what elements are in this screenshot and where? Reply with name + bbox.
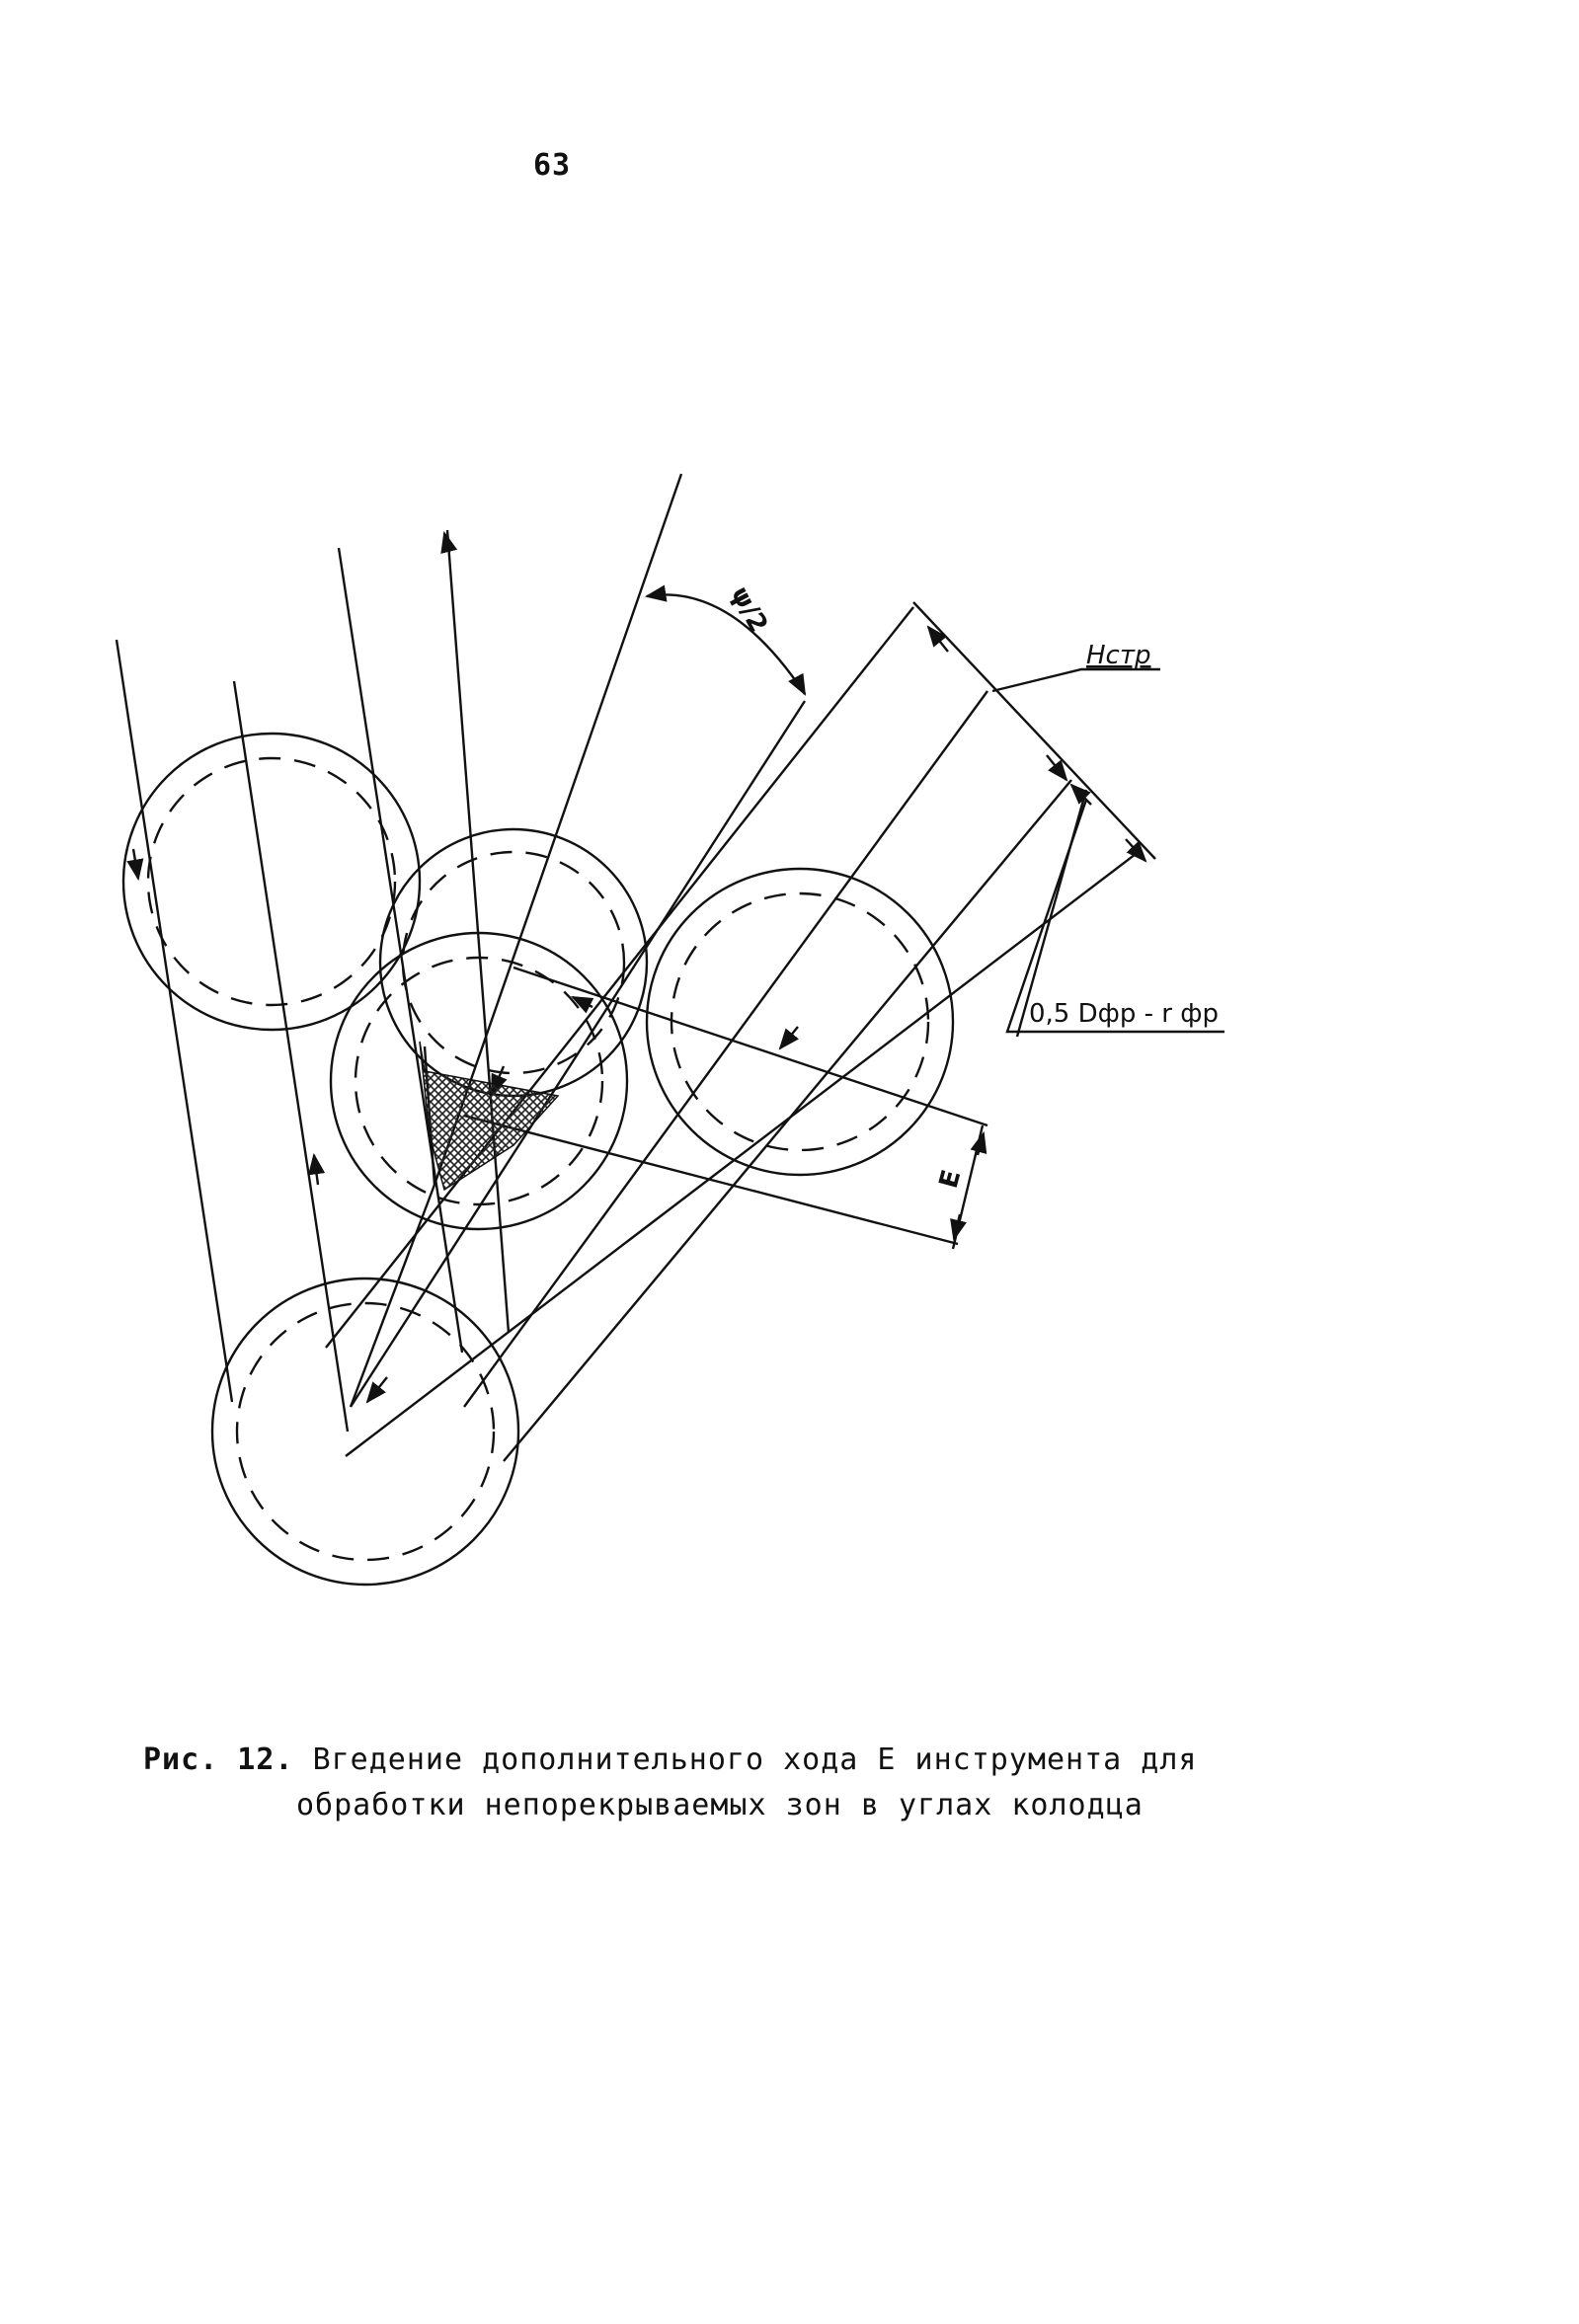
path-arrow-up-1	[440, 530, 458, 554]
cutter-circle-bottom-inner	[235, 1301, 496, 1562]
cutter-circle-top-left-inner	[146, 756, 397, 1007]
figure-caption: Рис. 12. Вгедение дополнительного хода Е…	[143, 1738, 1427, 1828]
apex-line-left	[349, 1184, 436, 1408]
cutter-circle-right	[645, 867, 955, 1177]
path-arrow-down-4	[365, 1376, 388, 1404]
uncovered-zone-hatch	[419, 1041, 560, 1192]
cutter-circle-right-inner	[670, 891, 930, 1152]
apex-line-right	[433, 473, 683, 1186]
cutter-circle-top-left	[121, 732, 422, 1032]
strip-edge-upper	[912, 601, 1156, 860]
caption-text-1: Вгедение дополнительного хода Е инструме…	[312, 1743, 1198, 1777]
angle-arc	[646, 593, 806, 695]
dim-arrow-4	[1125, 838, 1147, 863]
label-extra-stroke: E	[934, 1167, 968, 1192]
dim-arrow-1	[926, 625, 949, 653]
e-line-lower	[463, 1114, 959, 1246]
guide-line-3	[337, 547, 464, 1354]
page-number: 63	[533, 148, 572, 183]
leader-h-str	[991, 667, 1160, 693]
stroke-line-c	[463, 690, 988, 1408]
dim-arrow-2	[1046, 754, 1068, 782]
guide-line-2	[232, 680, 350, 1433]
path-arrow-down-3	[778, 1026, 799, 1050]
path-arrow-up-2	[308, 1152, 326, 1186]
guide-line-4	[445, 529, 511, 1334]
caption-line-2: обработки непорекрываемых зон в углах ко…	[296, 1788, 1144, 1822]
angle-arrow-1	[644, 584, 668, 602]
cutter-circle-middle-inner	[354, 956, 604, 1206]
cutter-circle-bottom	[210, 1277, 520, 1587]
e-arrow-1	[970, 1130, 987, 1156]
label-offset: 0,5 Dфр - r фр	[1029, 999, 1219, 1029]
caption-line-1: Рис. 12. Вгедение дополнительного хода Е…	[143, 1738, 1427, 1783]
angle-arrow-2	[788, 672, 807, 696]
label-h-str: Нстр	[1086, 641, 1151, 670]
caption-label: Рис. 12.	[143, 1743, 294, 1777]
path-arrow-left	[571, 995, 594, 1014]
cutter-circle-top-center-inner	[401, 850, 626, 1075]
leader-offset	[1005, 799, 1224, 1034]
cutter-circle-middle	[329, 931, 629, 1231]
label-half-angle: ψ/2	[725, 581, 773, 638]
path-arrow-down-1	[126, 848, 144, 882]
e-arrow-2	[950, 1213, 967, 1242]
guide-line-1	[115, 639, 234, 1403]
e-line-upper	[513, 966, 988, 1127]
stroke-line-a	[349, 700, 807, 1408]
stroke-line-b	[325, 606, 914, 1349]
dim-arrow-3	[1069, 783, 1092, 806]
stroke-line-e	[345, 853, 1137, 1457]
